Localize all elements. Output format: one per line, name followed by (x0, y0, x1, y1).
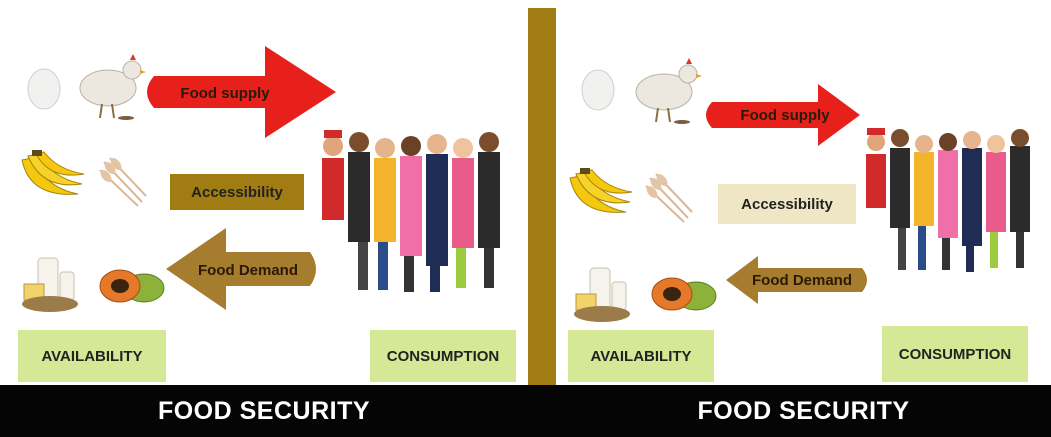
food-supply-label: Food supply (740, 106, 830, 124)
right-panel: Food supply Accessibility Food Demand (556, 0, 1051, 385)
food-supply-arrow (147, 46, 336, 138)
dairy-icon (574, 267, 630, 322)
left-panel: Food supply Accessibility Food Demand (0, 0, 528, 385)
banana-icon (569, 168, 633, 213)
food-demand-label: Food Demand (752, 271, 852, 289)
food-demand-arrow (166, 228, 316, 310)
footer-bar: FOOD SECURITY FOOD SECURITY (0, 385, 1051, 437)
food-supply-label: Food supply (180, 84, 270, 102)
consumption-label: CONSUMPTION (882, 326, 1028, 382)
panel-divider (528, 8, 556, 386)
chicken-icon (79, 54, 146, 120)
wheat-icon (645, 173, 693, 223)
footer-title-left: FOOD SECURITY (157, 397, 371, 425)
crowd-icon (866, 128, 1030, 272)
food-supply-arrow (706, 84, 860, 146)
wheat-icon (99, 157, 147, 207)
dairy-icon (22, 257, 78, 312)
food-demand-label: Food Demand (198, 261, 298, 279)
banana-icon (21, 150, 85, 195)
papaya-icon (99, 269, 165, 303)
papaya-icon (651, 277, 717, 311)
availability-label: AVAILABILITY (568, 330, 714, 382)
accessibility-box: Accessibility (170, 174, 304, 210)
crowd-icon (322, 130, 500, 292)
egg-icon (27, 68, 61, 110)
footer-title-right: FOOD SECURITY (697, 397, 910, 425)
availability-label: AVAILABILITY (18, 330, 166, 382)
chicken-icon (635, 58, 702, 124)
egg-icon (581, 69, 615, 111)
accessibility-box: Accessibility (718, 184, 856, 224)
consumption-label: CONSUMPTION (370, 330, 516, 382)
food-demand-arrow (726, 256, 867, 304)
